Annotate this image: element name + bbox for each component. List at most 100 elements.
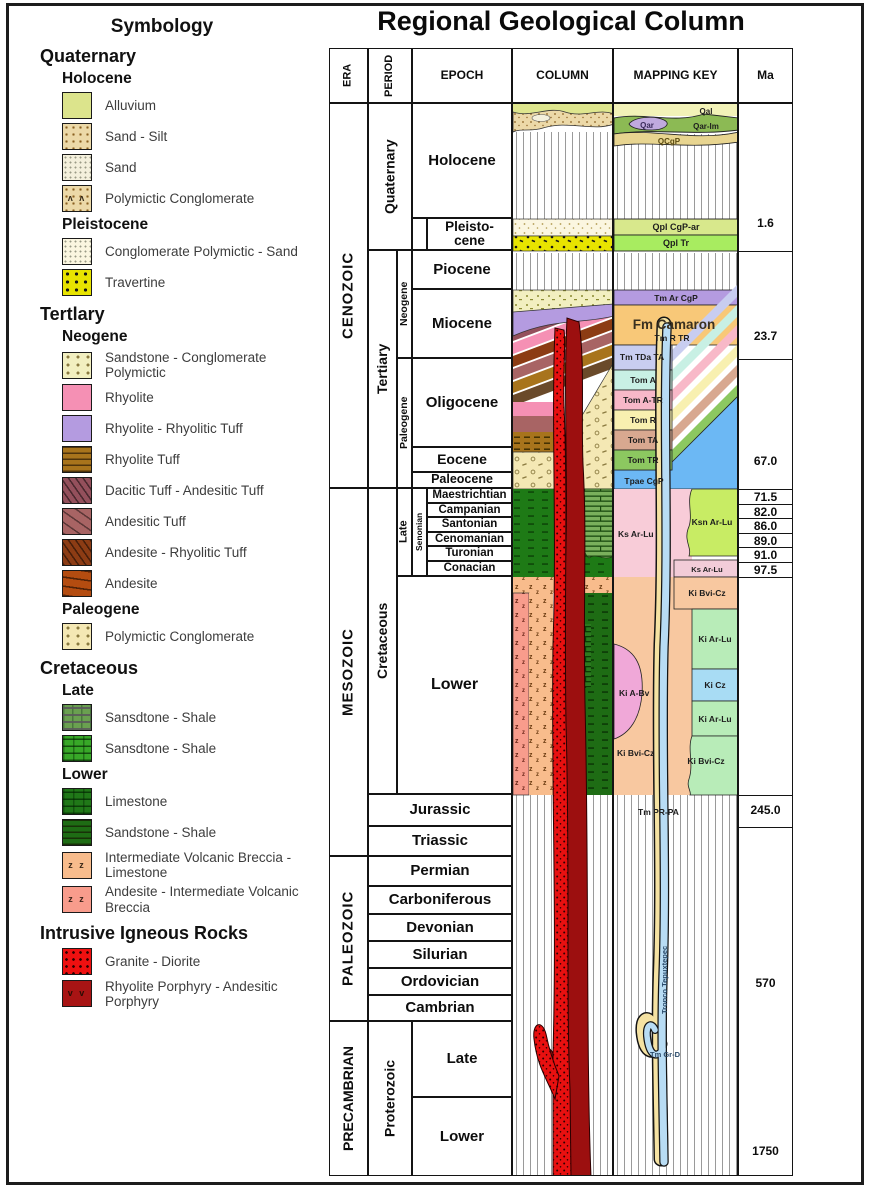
legend-item-label: Rhyolite Tuff xyxy=(105,452,180,468)
legend-item-label: Polymictic Conglomerate xyxy=(105,629,255,645)
andesite-swatch-icon xyxy=(62,570,92,598)
andesitic-tuff-swatch-icon xyxy=(62,508,92,536)
label-tm-ar-cgp: Tm Ar CgP xyxy=(654,293,698,303)
ma-value-santonian: 86.0 xyxy=(753,519,778,533)
limestone-swatch-icon xyxy=(62,788,92,816)
ma-value-jurassic: 245.0 xyxy=(750,803,781,817)
legend-item: Dacitic Tuff - Andesitic Tuff xyxy=(62,477,322,505)
label-tom-a-tr: Tom A-TR xyxy=(623,395,663,405)
sand-silt-swatch-icon xyxy=(62,123,92,150)
period-senonian: Senonian xyxy=(412,488,427,576)
legend-item: Polymictic Conglomerate xyxy=(62,623,322,651)
legend-item: Andesitic Tuff xyxy=(62,508,322,536)
era-precambrian: PRECAMBRIAN xyxy=(329,1021,368,1176)
legend-item: Sandstone - Conglomerate Polymictic xyxy=(62,350,322,380)
mapping-key-graphic: Qal Qar Qar-lm QCgP Qpl CgP-ar Qpl Tr Tm… xyxy=(613,103,738,1176)
legend-item: Alluvium xyxy=(62,92,322,119)
legend-item-label: Andesite xyxy=(105,576,158,592)
period-triassic: Triassic xyxy=(368,826,512,856)
label-tm-r-tr: Tm R TR xyxy=(655,333,690,343)
label-ks-ar-lu-2: Ks Ar-Lu xyxy=(691,565,723,574)
mapping-intrusive-trunk xyxy=(635,316,672,1167)
label-tom-a: Tom A xyxy=(630,375,656,385)
legend-item: Conglomerate Polymictic - Sand xyxy=(62,238,322,265)
epoch-holocene: Holocene xyxy=(412,103,512,218)
legend-item-label: Limestone xyxy=(105,794,168,810)
mapping-key-svg: Qal Qar Qar-lm QCgP Qpl CgP-ar Qpl Tr Tm… xyxy=(614,104,737,1175)
column-intrusive-dikes xyxy=(533,317,592,1175)
ma-gridline xyxy=(739,518,792,519)
label-ksn-ar-lu: Ksn Ar-Lu xyxy=(692,517,733,527)
legend-item: Sandstone - Shale xyxy=(62,819,322,847)
label-ki-bvi-cz-2: Ki Bvi-Cz xyxy=(617,748,654,758)
legend-item-label: Andesitic Tuff xyxy=(105,514,186,530)
legend-item: Sansdtone - Shale xyxy=(62,735,322,763)
epoch-oligocene: Oligocene xyxy=(412,358,512,447)
legend-item: Rhyolite - Rhyolitic Tuff xyxy=(62,415,322,443)
legend-heading: Quaternary xyxy=(40,46,137,66)
period-silurian: Silurian xyxy=(368,941,512,968)
polymictic-conglomerate-swatch-icon: ʌ ʌ xyxy=(62,185,92,212)
legend-item-label: Dacitic Tuff - Andesitic Tuff xyxy=(105,483,264,499)
alluvium-swatch-icon xyxy=(62,92,92,119)
label-tm-tda-ta: Tm TDa TA xyxy=(620,352,664,362)
epoch-late-precambrian: Late xyxy=(412,1021,512,1097)
label-qar: Qar xyxy=(640,121,654,130)
period-cretaceous: Cretaceous xyxy=(368,488,397,794)
rhyolite-rhyolitic-tuff-swatch-icon xyxy=(62,415,92,443)
travertine-swatch-icon xyxy=(62,269,92,296)
period-tertiary: Tertiary xyxy=(368,250,397,488)
mapping-unit-labels: Qal Qar Qar-lm QCgP Qpl CgP-ar Qpl Tr Tm… xyxy=(617,107,732,1059)
label-ki-ar-lu-2: Ki Ar-Lu xyxy=(698,714,731,724)
epoch-santonian: Santonian xyxy=(427,517,512,532)
outer-frame xyxy=(6,3,864,1185)
epoch-miocene: Miocene xyxy=(412,289,512,358)
legend-item: Andesite - Rhyolitic Tuff xyxy=(62,539,322,567)
sandstone-shale-late-1-swatch-icon xyxy=(62,704,92,732)
andesite-intermediate-volcanic-breccia-swatch-icon: z z xyxy=(62,886,92,914)
period-carboniferous: Carboniferous xyxy=(368,886,512,914)
period-paleogene: Paleogene xyxy=(397,358,412,488)
label-tpae-cgp: Tpae CgP xyxy=(624,476,664,486)
label-tom-ta: Tom TA xyxy=(628,435,658,445)
ma-value-pleistocene: 1.6 xyxy=(757,216,774,230)
legend-item-label: Conglomerate Polymictic - Sand xyxy=(105,243,298,259)
period-neogene: Neogene xyxy=(397,250,412,358)
legend-heading: Cretaceous xyxy=(40,658,139,679)
label-ki-ar-lu-1: Ki Ar-Lu xyxy=(698,634,731,644)
ma-gridline xyxy=(739,577,792,578)
epoch-conacian: Conacian xyxy=(427,561,512,576)
ma-value-miocene: 23.7 xyxy=(753,329,778,343)
legend-heading: Pleistocene xyxy=(62,216,149,233)
epoch-eocene: Eocene xyxy=(412,447,512,472)
label-qpl-tr: Qpl Tr xyxy=(663,238,690,248)
legend-title: Symbology xyxy=(110,16,214,37)
ma-value-cenomanian: 89.0 xyxy=(753,534,778,548)
epoch-pleistocene-subcell xyxy=(412,218,427,250)
legend-item: Travertine xyxy=(62,269,322,296)
period-devonian: Devonian xyxy=(368,914,512,941)
dacitic-tuff-andesitic-tuff-swatch-icon xyxy=(62,477,92,505)
label-ki-a-bv: Ki A-Bv xyxy=(619,688,650,698)
legend-item-label: Travertine xyxy=(105,274,166,290)
ma-value-conacian: 97.5 xyxy=(753,563,778,577)
ma-gridline xyxy=(739,533,792,534)
ma-value-proterozoic: 1750 xyxy=(752,1144,779,1158)
era-paleozoic: PALEOZOIC xyxy=(329,856,368,1021)
legend-heading: Tertlary xyxy=(40,304,105,324)
ma-gridline xyxy=(739,827,792,828)
legend-item-label: Andesite - Intermediate Volcanic Breccia xyxy=(105,884,299,915)
period-ordovician: Ordovician xyxy=(368,968,512,995)
label-qcgp: QCgP xyxy=(658,137,681,146)
mapping-hatch-no-record xyxy=(614,134,737,1175)
legend-item: Sand xyxy=(62,154,322,181)
column-quaternary-strata xyxy=(513,104,612,252)
epoch-piocene: Piocene xyxy=(412,250,512,289)
legend-item: Rhyolite Tuff xyxy=(62,446,322,474)
legend-item-label: Rhyolite Porphyry - Andesitic Porphyry xyxy=(105,978,278,1009)
sandstone-shale-late-2-swatch-icon xyxy=(62,735,92,763)
